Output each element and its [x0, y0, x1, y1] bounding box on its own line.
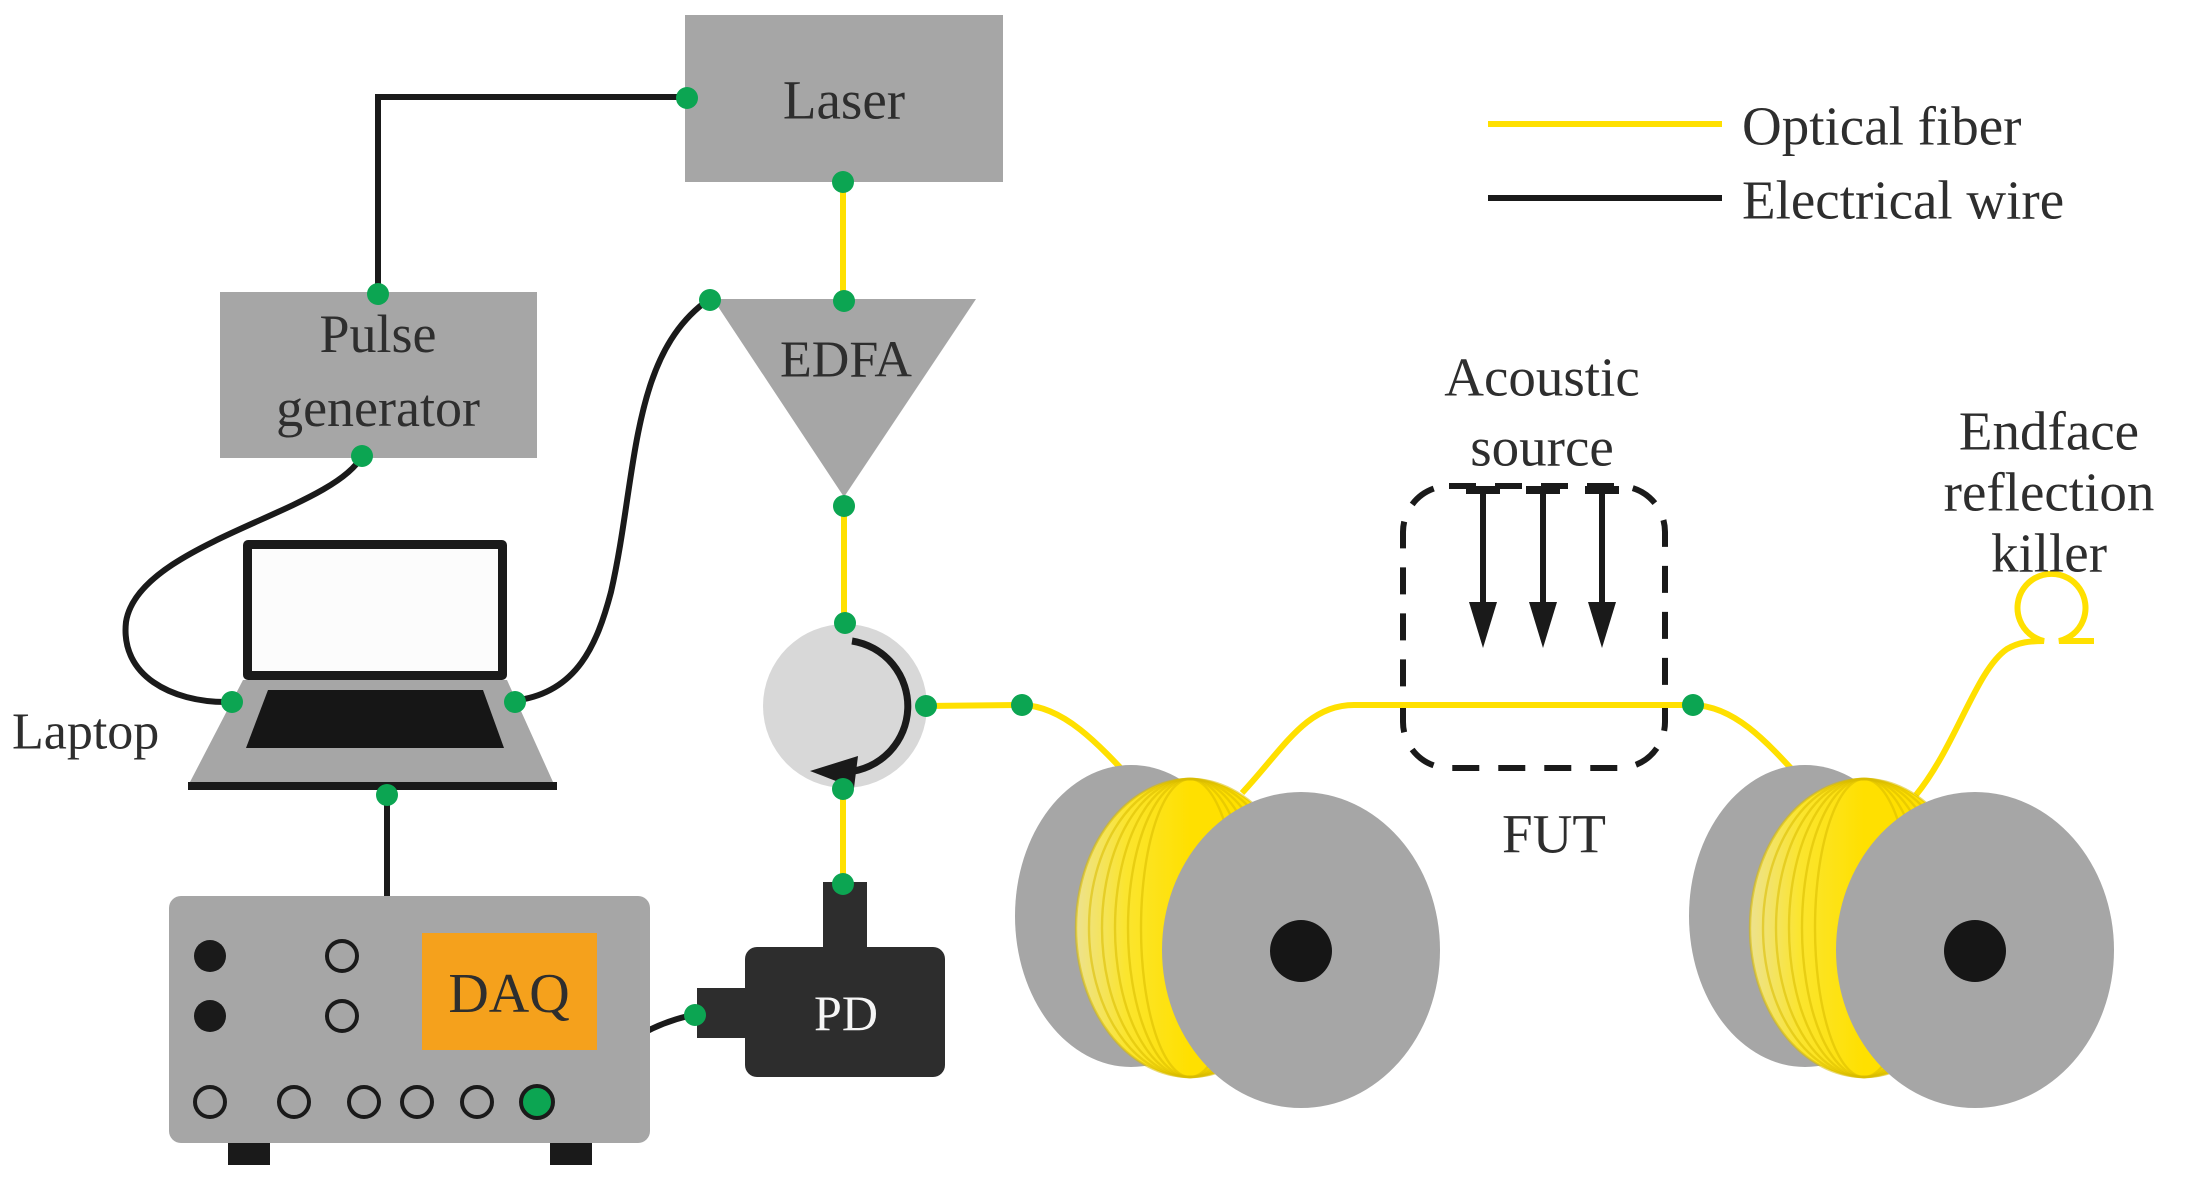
wire-laptop-to-edfa — [518, 300, 706, 703]
fut-label: FUT — [1502, 804, 1606, 865]
daq-knob — [194, 1000, 226, 1032]
pulse-generator-label-line1: Pulse — [319, 304, 436, 364]
daq-port — [400, 1085, 434, 1119]
connector-dot-fiber-junction-left — [1011, 694, 1033, 716]
pulse-generator-body — [220, 292, 537, 458]
photodetector: PD — [697, 882, 945, 1077]
connector-dot-laptop-right — [504, 691, 526, 713]
floating-labels: Acoustic source FUT Endface reflection k… — [1444, 347, 2154, 865]
connector-dot-laser-left — [676, 87, 698, 109]
connector-dot-circulator-top — [834, 612, 856, 634]
acoustic-arrow-head — [1469, 602, 1497, 648]
daq-display — [422, 933, 597, 1050]
acoustic-arrow-head — [1588, 602, 1616, 648]
pd-body — [745, 947, 945, 1077]
laptop-screen — [252, 549, 498, 671]
circulator — [763, 624, 927, 788]
daq-instrument: DAQ — [169, 896, 650, 1165]
circulator-rotation-arc — [846, 637, 912, 776]
acoustic-arrow — [1466, 486, 1500, 648]
edfa-label: EDFA — [780, 332, 912, 389]
daq-knob — [194, 940, 226, 972]
acoustic-arrow — [1585, 486, 1619, 648]
pulse-generator-box: Pulse generator — [220, 292, 537, 458]
laptop: Laptop — [12, 540, 557, 790]
laser-label: Laser — [783, 70, 905, 131]
daq-ring-button — [325, 939, 359, 973]
daq-port — [347, 1085, 381, 1119]
daq-label: DAQ — [448, 963, 569, 1025]
endface-label-line1: Endface — [1959, 401, 2139, 462]
fut-dashed-box — [1400, 483, 1668, 771]
connector-dot-pulsegen-top — [367, 283, 389, 305]
connector-dot-edfa-apex — [833, 495, 855, 517]
pulse-generator-label-line2: generator — [276, 378, 480, 438]
daq-port — [460, 1085, 494, 1119]
connector-dot-edfa-left — [699, 289, 721, 311]
edfa-triangle — [713, 299, 976, 497]
connector-dot-circulator-right — [915, 695, 937, 717]
daq-port — [193, 1085, 227, 1119]
spool-lead — [1687, 763, 2116, 1110]
acoustic-source-label-line1: Acoustic — [1444, 347, 1640, 408]
connector-dot-pd-left — [684, 1004, 706, 1026]
wire-pulsegen-to-laptop — [122, 454, 365, 705]
legend-optical-fiber-label: Optical fiber — [1742, 96, 2021, 157]
laptop-label: Laptop — [12, 704, 159, 761]
edfa-amplifier: EDFA — [713, 299, 976, 497]
laptop-keyboard — [246, 690, 504, 748]
acoustic-arrow-head — [1529, 602, 1557, 648]
daq-port — [277, 1085, 311, 1119]
connector-dot-pulsegen-bottom — [351, 445, 373, 467]
spool-fut — [1013, 763, 1442, 1110]
laser-box: Laser — [685, 15, 1003, 182]
connector-dot-edfa-top — [833, 290, 855, 312]
pd-label: PD — [814, 985, 878, 1041]
connector-dot-fiber-junction-right — [1682, 694, 1704, 716]
circulator-body — [763, 624, 927, 788]
fiber-spool1-through-fut-to-spool2 — [1239, 702, 1813, 796]
acoustic-arrow — [1526, 486, 1560, 648]
endface-label-line3: killer — [1991, 523, 2107, 584]
wire-pulsegen-to-laser — [375, 94, 684, 294]
connector-dots — [221, 87, 1704, 1026]
connector-dot-laptop-left — [221, 691, 243, 713]
fiber-spool2-to-endface-loop — [1913, 570, 2094, 797]
daq-ring-button — [325, 999, 359, 1033]
daq-active-port — [519, 1084, 555, 1120]
connector-dot-pd-top — [832, 873, 854, 895]
laser-body — [685, 15, 1003, 182]
connector-dot-laptop-bottom — [376, 784, 398, 806]
legend: Optical fiber Electrical wire — [1488, 96, 2064, 231]
acoustic-source-label-line2: source — [1470, 417, 1614, 478]
legend-electrical-wire-label: Electrical wire — [1742, 170, 2064, 231]
acoustic-source-zone — [1400, 483, 1668, 771]
connector-dot-circulator-bottom — [832, 778, 854, 800]
endface-label-line2: reflection — [1944, 462, 2155, 523]
connector-dot-laser-bottom — [832, 171, 854, 193]
optical-fiber-paths — [840, 180, 2094, 885]
